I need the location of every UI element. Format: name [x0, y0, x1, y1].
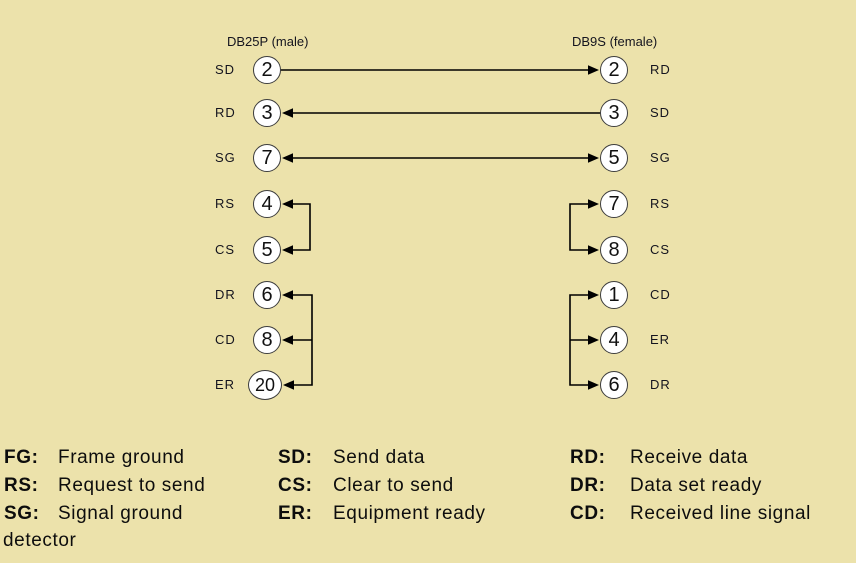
pin-circle: 2: [600, 56, 628, 84]
pin-number: 4: [261, 192, 273, 215]
legend-desc: Receive data: [630, 447, 749, 468]
legend-desc: Data set ready: [630, 475, 762, 496]
pin-circle: 8: [600, 236, 628, 264]
legend-desc: Received line signal: [630, 503, 811, 524]
legend-entry: SD: Send data: [278, 444, 486, 472]
pin-signal-label: CD: [215, 332, 236, 347]
legend-entry: CS: Clear to send: [278, 472, 486, 500]
pin-circle: 3: [253, 99, 281, 127]
pin-number: 20: [254, 374, 276, 395]
legend-desc: Request to send: [58, 475, 206, 496]
legend-desc: Equipment ready: [333, 503, 486, 524]
pin-circle: 8: [253, 326, 281, 354]
legend-column-1: FG: Frame ground RS: Request to send SG: Si…: [4, 444, 205, 528]
legend-abbr: SD:: [278, 447, 313, 468]
pin-number: 2: [608, 58, 620, 81]
legend-column-2: SD: Send data CS: Clear to send ER: Equipme…: [278, 444, 486, 528]
legend-abbr: CD:: [570, 503, 606, 524]
pin-signal-label: DR: [215, 287, 236, 302]
pin-number: 6: [261, 283, 273, 306]
arrowheads: [282, 65, 599, 390]
legend-desc: Signal ground: [58, 503, 184, 524]
legend-wrapped-word: detector: [3, 530, 77, 551]
pin-signal-label: SD: [215, 62, 236, 77]
pin-number: 5: [608, 146, 620, 169]
pin-circle: 1: [600, 281, 628, 309]
pin-number: 4: [608, 328, 620, 351]
legend-column-3: RD: Receive data DR: Data set ready CD: Rec…: [570, 444, 811, 528]
legend-abbr: DR:: [570, 475, 606, 496]
pin-circle: 4: [253, 190, 281, 218]
legend-abbr: ER:: [278, 503, 313, 524]
legend-entry: ER: Equipment ready: [278, 500, 486, 528]
pin-signal-label: SG: [650, 150, 671, 165]
left-connector-title: DB25P (male): [227, 34, 309, 49]
legend-abbr: RS:: [4, 475, 39, 496]
pin-circle: 5: [253, 236, 281, 264]
pin-circle: 3: [600, 99, 628, 127]
legend-desc: Send data: [333, 447, 426, 468]
legend-entry: RD: Receive data: [570, 444, 811, 472]
legend-abbr: RD:: [570, 447, 606, 468]
legend-abbr: FG:: [4, 447, 39, 468]
pin-number: 1: [608, 283, 620, 306]
pin-signal-label: ER: [215, 377, 236, 392]
pin-circle: 4: [600, 326, 628, 354]
loop-left-rs-cs: [293, 203, 311, 251]
pin-number: 3: [261, 101, 273, 124]
pin-number: 3: [608, 101, 620, 124]
pin-circle: 2: [253, 56, 281, 84]
pin-circle: 7: [253, 144, 281, 172]
pin-number: 8: [608, 238, 620, 261]
pin-circle: 7: [600, 190, 628, 218]
right-connector-title: DB9S (female): [572, 34, 658, 49]
pin-number: 8: [261, 328, 273, 351]
legend-entry: SG: Signal ground: [4, 500, 205, 528]
pin-circle: 5: [600, 144, 628, 172]
loop-right-rs-cs: [569, 203, 588, 251]
legend-entry: CD: Received line signal: [570, 500, 811, 528]
legend-abbr: SG:: [4, 503, 40, 524]
legend-abbr: CS:: [278, 475, 313, 496]
pin-number: 2: [261, 58, 273, 81]
pin-number: 7: [608, 192, 620, 215]
legend-entry: FG: Frame ground: [4, 444, 205, 472]
pin-signal-label: DR: [650, 377, 671, 392]
legend-entry: DR: Data set ready: [570, 472, 811, 500]
pin-signal-label: CD: [650, 287, 671, 302]
pin-signal-label: SD: [650, 105, 671, 120]
pin-signal-label: RD: [215, 105, 236, 120]
pin-number: 6: [608, 373, 620, 396]
legend-desc: Clear to send: [333, 475, 454, 496]
pin-signal-label: ER: [650, 332, 671, 347]
pin-number: 5: [261, 238, 273, 261]
pin-signal-label: CS: [650, 242, 671, 257]
legend-desc: Frame ground: [58, 447, 185, 468]
pin-signal-label: RS: [215, 196, 236, 211]
pin-signal-label: SG: [215, 150, 236, 165]
legend-entry: RS: Request to send: [4, 472, 205, 500]
pin-number: 7: [261, 146, 273, 169]
pin-circle: 6: [600, 371, 628, 399]
pin-circle: 20: [248, 370, 282, 400]
pin-signal-label: RD: [650, 62, 671, 77]
pin-signal-label: RS: [650, 196, 671, 211]
pin-signal-label: CS: [215, 242, 236, 257]
pin-circle: 6: [253, 281, 281, 309]
